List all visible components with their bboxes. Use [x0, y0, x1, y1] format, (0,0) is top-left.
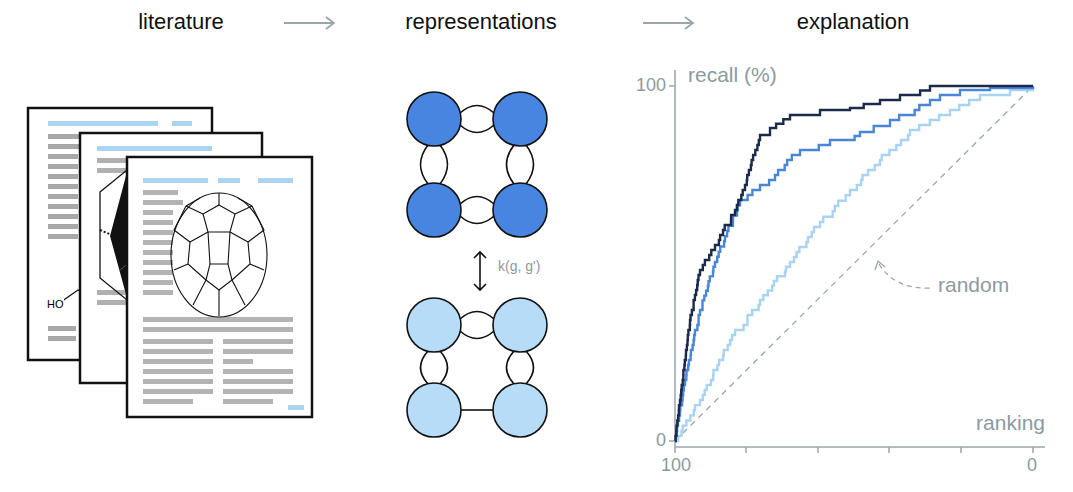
tick-label: 0	[656, 431, 666, 451]
tick-label: 100	[661, 456, 691, 476]
recall-curves	[675, 86, 1033, 441]
atom-label-text: HO	[47, 298, 64, 310]
series-label-text: random	[938, 273, 1009, 296]
tick-label-text: 0	[1027, 455, 1037, 475]
recall-curve	[675, 86, 1033, 441]
kernel-arrow	[474, 252, 486, 290]
recall-curve	[675, 86, 1033, 441]
atom-label: HO	[47, 298, 64, 310]
axis-title: recall (%)	[688, 63, 777, 86]
section-heading: explanation	[797, 10, 910, 34]
fullerene	[171, 193, 267, 317]
section-heading: representations	[405, 10, 557, 34]
leader-line	[879, 264, 932, 288]
section-heading-text: explanation	[797, 9, 910, 34]
paper-page	[127, 157, 312, 417]
leader-head	[875, 261, 885, 270]
graph-nodes	[407, 92, 547, 437]
random-baseline	[675, 86, 1033, 441]
axis-title-text: ranking	[976, 411, 1045, 434]
section-heading: literature	[138, 10, 224, 34]
tick-label: 0	[1027, 456, 1037, 476]
series-label: random	[938, 273, 1009, 296]
tick-label-text: 0	[656, 430, 666, 450]
kernel-label-text: k(g, g')	[498, 258, 540, 274]
section-heading-text: representations	[405, 9, 557, 34]
tick-label: 100	[636, 76, 666, 96]
chart-axes	[669, 70, 1045, 453]
tick-label-text: 100	[636, 75, 666, 95]
graph-edges	[421, 106, 534, 411]
axis-title: ranking	[976, 411, 1045, 434]
section-heading-text: literature	[138, 9, 224, 34]
tick-label-text: 100	[661, 455, 691, 475]
recall-curve	[675, 86, 1033, 441]
kernel-label: k(g, g')	[498, 259, 540, 274]
axis-title-text: recall (%)	[688, 63, 777, 86]
